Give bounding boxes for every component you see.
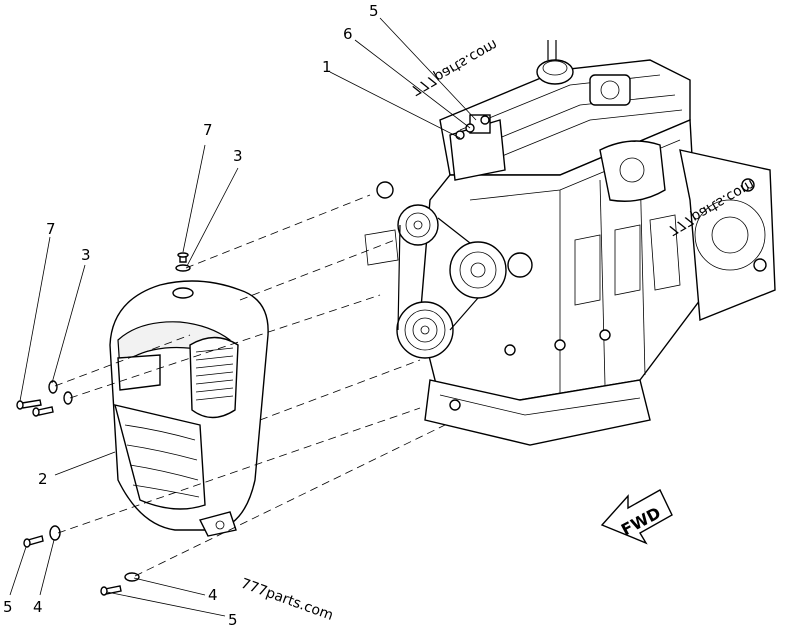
callout-4-bottom: 4 bbox=[208, 586, 218, 604]
assembly-lines bbox=[54, 194, 446, 577]
callout-7-mid: 7 bbox=[203, 121, 213, 139]
callout-1-top: 1 bbox=[322, 58, 332, 76]
callout-labels: 5 6 1 7 3 7 3 2 5 4 4 5 bbox=[3, 2, 379, 629]
callout-5-bottom: 5 bbox=[228, 611, 238, 629]
callout-5-bottom-left: 5 bbox=[3, 598, 13, 616]
callout-7-left: 7 bbox=[46, 220, 56, 238]
callout-4-bottom-left: 4 bbox=[33, 598, 43, 616]
watermark-top: 777parts.com bbox=[408, 36, 500, 98]
callout-3-left: 3 bbox=[81, 246, 91, 264]
callout-2-left: 2 bbox=[38, 470, 48, 488]
belt-guard-cover bbox=[109, 280, 269, 537]
callout-5-top: 5 bbox=[369, 2, 379, 20]
leader-lines bbox=[9, 17, 477, 617]
fwd-arrow: FWD bbox=[600, 489, 673, 545]
engine-assembly bbox=[364, 40, 776, 446]
fasteners bbox=[16, 115, 490, 596]
callout-6-top: 6 bbox=[343, 25, 353, 43]
callout-3-mid: 3 bbox=[233, 147, 243, 165]
watermark-bottom: 777parts.com bbox=[239, 576, 336, 624]
